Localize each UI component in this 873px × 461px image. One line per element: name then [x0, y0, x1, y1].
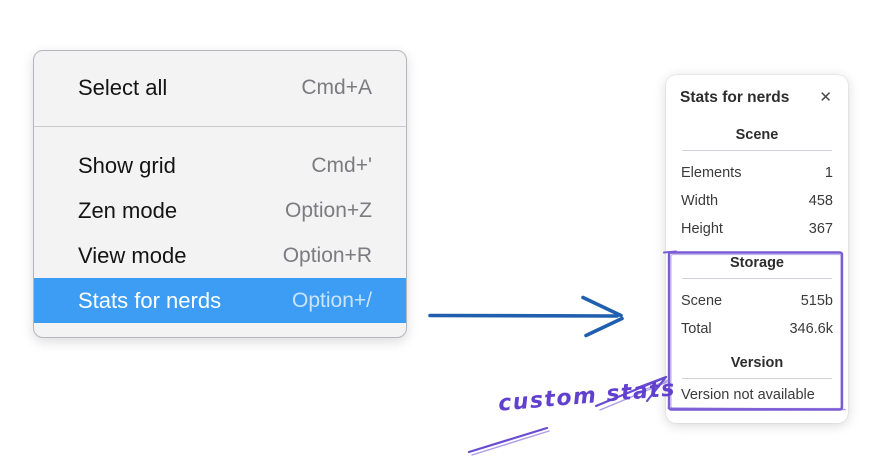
- menu-item-label: Stats for nerds: [78, 287, 222, 313]
- stat-label: Elements: [681, 165, 742, 181]
- stat-label: Total: [681, 321, 712, 337]
- stats-panel: Stats for nerds ✕ Scene Elements 1 Width…: [666, 75, 848, 423]
- stats-panel-title: Stats for nerds: [680, 88, 790, 106]
- stat-value: 515b: [800, 293, 833, 309]
- stats-panel-header: Stats for nerds ✕: [680, 88, 834, 107]
- context-menu: Select all Cmd+A Show grid Cmd+' Zen mod…: [33, 50, 407, 338]
- menu-item-view-mode[interactable]: View mode Option+R: [34, 233, 406, 278]
- section-divider: [682, 378, 832, 379]
- menu-item-stats-for-nerds[interactable]: Stats for nerds Option+/: [34, 278, 406, 323]
- menu-item-label: Zen mode: [78, 197, 178, 223]
- stat-value: 346.6k: [789, 321, 833, 337]
- close-icon[interactable]: ✕: [819, 89, 832, 106]
- menu-item-show-grid[interactable]: Show grid Cmd+': [34, 143, 406, 188]
- stat-row: Scene 515b: [681, 287, 833, 315]
- stat-row: Height 367: [681, 215, 833, 243]
- stats-section-version: Version Version not available: [680, 355, 834, 403]
- menu-item-select-all[interactable]: Select all Cmd+A: [34, 65, 406, 110]
- stats-section-storage: Storage Scene 515b Total 346.6k: [680, 255, 834, 343]
- menu-item-label: View mode: [78, 242, 187, 268]
- stat-row: Total 346.6k: [681, 315, 833, 343]
- section-title: Scene: [735, 127, 779, 143]
- stat-row: Width 458: [681, 187, 833, 215]
- section-title: Version: [730, 355, 784, 371]
- stat-value: 1: [824, 165, 833, 181]
- flow-arrow: [428, 295, 624, 338]
- version-note: Version not available: [681, 387, 815, 403]
- menu-item-label: Show grid: [78, 152, 176, 178]
- stat-value: 367: [808, 221, 833, 237]
- section-divider: [682, 278, 832, 279]
- menu-item-shortcut: Option+Z: [285, 198, 372, 222]
- menu-item-zen-mode[interactable]: Zen mode Option+Z: [34, 188, 406, 233]
- stat-label: Scene: [681, 293, 723, 309]
- menu-item-label: Select all: [78, 74, 168, 100]
- annotation-arrow: [467, 375, 669, 456]
- menu-item-shortcut: Option+R: [282, 243, 372, 267]
- section-title: Storage: [730, 255, 784, 271]
- stats-section-scene: Scene Elements 1 Width 458 Height 367: [680, 127, 834, 243]
- menu-item-shortcut: Cmd+': [311, 153, 372, 177]
- section-divider: [682, 150, 832, 151]
- annotation-text: custom stats: [497, 376, 677, 417]
- stat-value: 458: [808, 193, 833, 209]
- stat-label: Height: [681, 221, 723, 237]
- menu-item-shortcut: Cmd+A: [301, 75, 372, 99]
- stat-row: Elements 1: [681, 159, 833, 187]
- menu-item-shortcut: Option+/: [292, 288, 372, 312]
- stat-label: Width: [681, 193, 719, 209]
- menu-divider: [34, 126, 406, 127]
